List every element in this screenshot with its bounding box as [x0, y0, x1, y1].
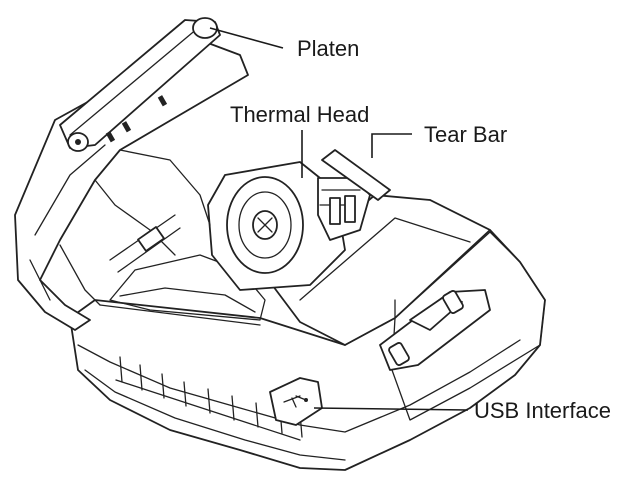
thermal-head-label: Thermal Head [230, 102, 369, 127]
paper-roll [207, 161, 346, 291]
side-panel [391, 231, 546, 421]
tear-bar-leader-line [371, 133, 412, 158]
tear-bar [321, 149, 391, 201]
usb-interface-label: USB Interface [474, 398, 611, 423]
platen-leader-line [209, 27, 284, 49]
hinge [109, 214, 181, 273]
printer-lid [14, 39, 249, 331]
base-bottom-edge [84, 369, 346, 461]
base-front-band [77, 339, 521, 433]
platen-roller [59, 17, 221, 152]
printer-illustration [14, 17, 546, 471]
tear-bar-label: Tear Bar [424, 122, 507, 147]
usb-interface-leader-line [313, 407, 469, 411]
platen-label: Platen [297, 36, 359, 61]
control-panel [379, 289, 491, 371]
